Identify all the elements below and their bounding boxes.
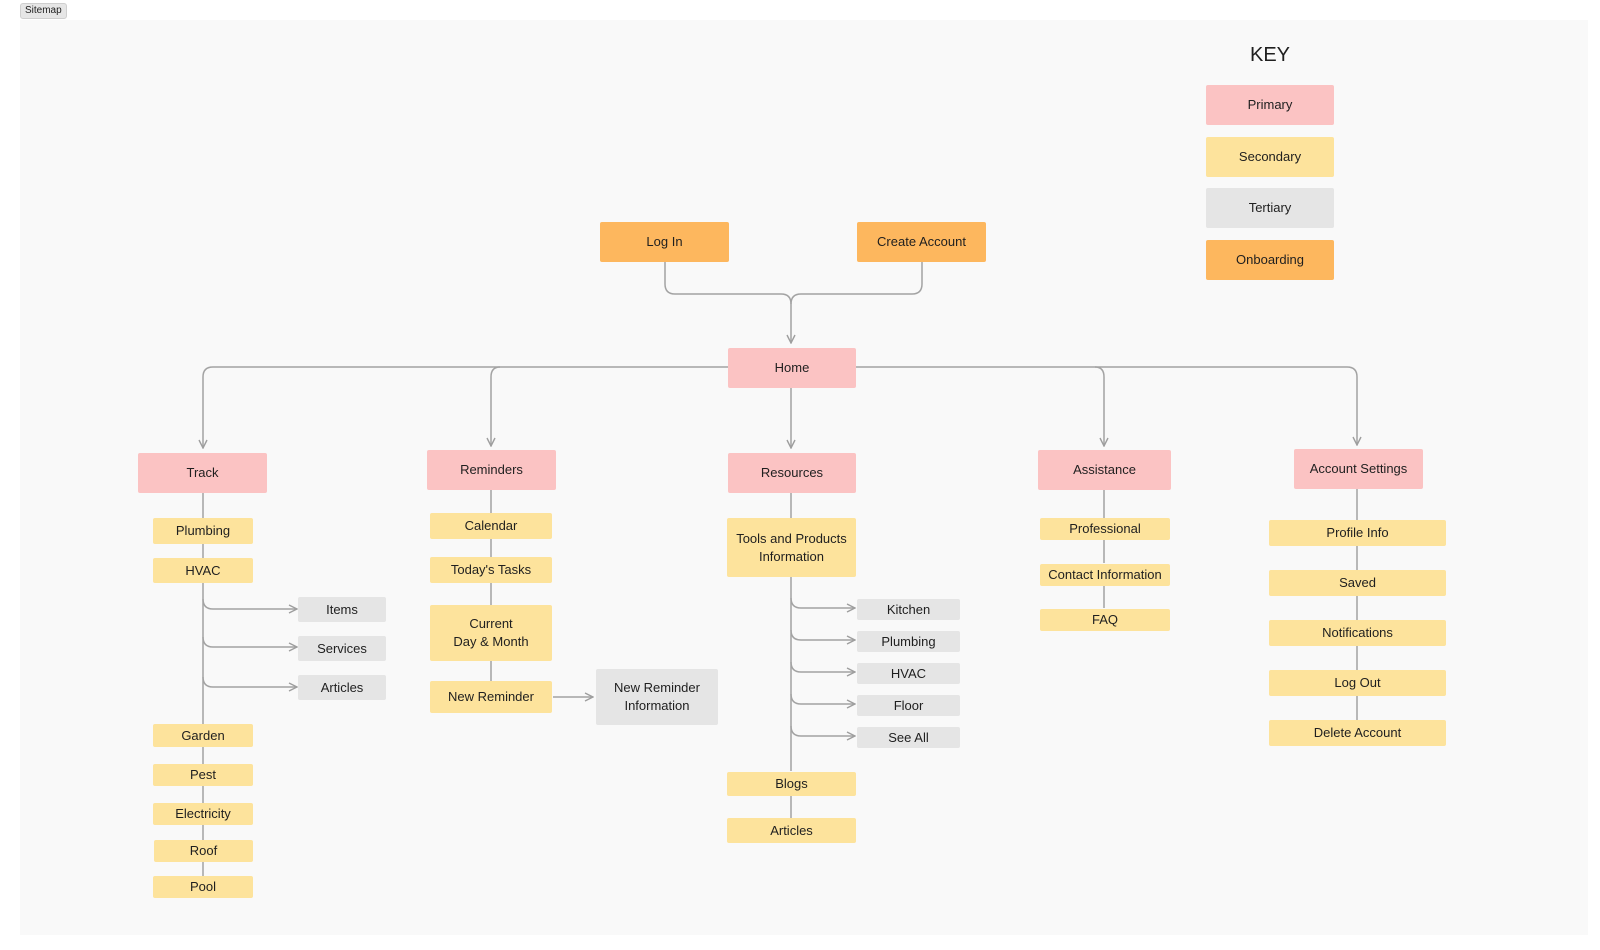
- saved-node[interactable]: Saved: [1269, 570, 1446, 596]
- notifications-node[interactable]: Notifications: [1269, 620, 1446, 646]
- tools-hvac-node[interactable]: HVAC: [857, 663, 960, 684]
- account-settings-node[interactable]: Account Settings: [1294, 449, 1423, 489]
- key-title: KEY: [1249, 44, 1291, 66]
- key-secondary: Secondary: [1206, 137, 1334, 177]
- tools-products-node[interactable]: Tools and Products Information: [727, 518, 856, 577]
- track-pest-node[interactable]: Pest: [153, 764, 253, 786]
- profile-info-node[interactable]: Profile Info: [1269, 520, 1446, 546]
- key-tertiary: Tertiary: [1206, 188, 1334, 228]
- professional-node[interactable]: Professional: [1040, 518, 1170, 540]
- login-node[interactable]: Log In: [600, 222, 729, 262]
- current-day-month-node[interactable]: Current Day & Month: [430, 605, 552, 661]
- resources-articles-node[interactable]: Articles: [727, 818, 856, 843]
- blogs-node[interactable]: Blogs: [727, 772, 856, 796]
- hvac-items-node[interactable]: Items: [298, 597, 386, 622]
- track-node[interactable]: Track: [138, 453, 267, 493]
- new-reminder-node[interactable]: New Reminder: [430, 681, 552, 713]
- key-onboarding: Onboarding: [1206, 240, 1334, 280]
- todays-tasks-node[interactable]: Today's Tasks: [430, 557, 552, 583]
- track-garden-node[interactable]: Garden: [153, 724, 253, 747]
- calendar-node[interactable]: Calendar: [430, 513, 552, 539]
- assistance-node[interactable]: Assistance: [1038, 450, 1171, 490]
- delete-account-node[interactable]: Delete Account: [1269, 720, 1446, 746]
- sitemap-tab[interactable]: Sitemap: [20, 3, 67, 19]
- reminders-node[interactable]: Reminders: [427, 450, 556, 490]
- contact-information-node[interactable]: Contact Information: [1040, 564, 1170, 586]
- track-roof-node[interactable]: Roof: [154, 840, 253, 862]
- track-hvac-node[interactable]: HVAC: [153, 558, 253, 583]
- tools-kitchen-node[interactable]: Kitchen: [857, 599, 960, 620]
- create-account-node[interactable]: Create Account: [857, 222, 986, 262]
- track-electricity-node[interactable]: Electricity: [153, 803, 253, 825]
- home-node[interactable]: Home: [728, 348, 856, 388]
- hvac-services-node[interactable]: Services: [298, 636, 386, 661]
- key-primary: Primary: [1206, 85, 1334, 125]
- resources-node[interactable]: Resources: [728, 453, 856, 493]
- tools-plumbing-node[interactable]: Plumbing: [857, 631, 960, 652]
- new-reminder-info-node[interactable]: New Reminder Information: [596, 669, 718, 725]
- tools-floor-node[interactable]: Floor: [857, 695, 960, 716]
- track-plumbing-node[interactable]: Plumbing: [153, 518, 253, 544]
- hvac-articles-node[interactable]: Articles: [298, 675, 386, 700]
- tools-see-all-node[interactable]: See All: [857, 727, 960, 748]
- track-pool-node[interactable]: Pool: [153, 876, 253, 898]
- faq-node[interactable]: FAQ: [1040, 609, 1170, 631]
- log-out-node[interactable]: Log Out: [1269, 670, 1446, 696]
